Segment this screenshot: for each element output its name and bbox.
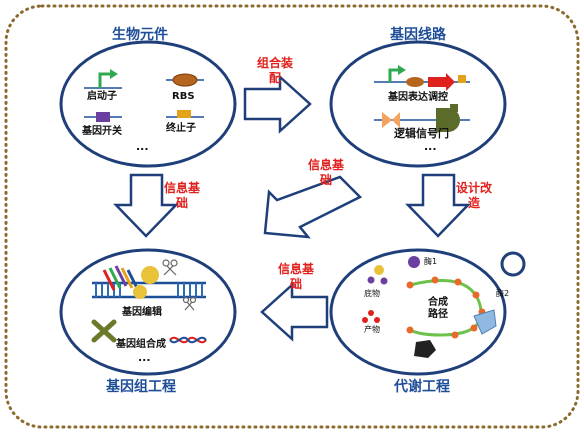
- product-icon: [362, 317, 368, 323]
- circuit-promoter-icon: [388, 68, 400, 82]
- pathway-node-icon: [470, 324, 478, 332]
- design-arrow-label: 设计改造: [456, 181, 493, 210]
- scissors2-icon: [182, 296, 197, 311]
- pathway-node-icon: [406, 281, 414, 289]
- rbs-label: RBS: [172, 91, 195, 102]
- product-icon: [368, 310, 374, 316]
- substrate-icon: [367, 276, 375, 284]
- dark-enzyme-icon: [414, 340, 436, 358]
- budding-cell-icon: [500, 251, 526, 277]
- promoter-arrowhead-icon: [110, 69, 118, 79]
- pathway-node-icon: [451, 331, 459, 339]
- logic-gate-cap-icon: [450, 104, 458, 112]
- promoter-icon: [98, 72, 112, 88]
- pathway-label: 合成路径: [428, 297, 448, 320]
- rbs-icon: [172, 73, 198, 87]
- product-icon: [374, 317, 380, 323]
- promoter-label: 启动子: [87, 91, 117, 102]
- parts-more: ...: [136, 140, 149, 153]
- pathway-node-icon: [454, 278, 462, 286]
- enzyme2-icon: [473, 309, 497, 335]
- pathway-node-icon: [472, 291, 480, 299]
- enzyme1-icon: [408, 256, 420, 268]
- info-diagonal-arrow-label: 信息基础: [308, 158, 345, 187]
- parts-title: 生物元件: [112, 27, 168, 43]
- scissors-icon: [162, 259, 178, 276]
- pathway-node-icon: [406, 326, 414, 334]
- gene-editing-label: 基因编辑: [122, 307, 162, 318]
- logic-gate-label: 逻辑信号门: [394, 127, 449, 140]
- assemble-arrow-label: 组合装配: [257, 56, 294, 85]
- circuit-terminator-icon: [458, 75, 466, 83]
- circuit-rbs-icon: [406, 77, 424, 87]
- gene-switch-icon: [96, 112, 110, 122]
- cas-protein2-icon: [133, 285, 147, 299]
- outer-dotted-border: [4, 4, 580, 429]
- terminator-icon: [177, 110, 191, 118]
- logic-gate-icon: [436, 108, 460, 132]
- substrate-icon: [374, 265, 384, 275]
- pathway-node-icon: [431, 276, 439, 284]
- gene-expression-label: 基因表达调控: [388, 92, 448, 103]
- info-left-arrow-label: 信息基础: [278, 262, 315, 291]
- cas-protein-icon: [141, 266, 159, 284]
- product-label: 产物: [364, 325, 380, 334]
- genome-more: ...: [138, 351, 151, 364]
- genome-title: 基因组工程: [106, 379, 176, 395]
- enzyme2-label: 酶2: [496, 289, 510, 298]
- info-down-arrow-label: 信息基础: [164, 181, 201, 210]
- gate-input2-icon: [392, 112, 400, 128]
- design-down-arrow: [405, 173, 471, 238]
- metabolic-title: 代谢工程: [394, 379, 450, 395]
- enzyme1-label: 酶1: [424, 257, 438, 266]
- substrate-icon: [380, 277, 388, 285]
- gene-switch-label: 基因开关: [82, 126, 122, 137]
- info-down-arrow: [113, 173, 179, 238]
- circuits-ellipse: [329, 40, 507, 168]
- circuits-more: ...: [424, 140, 437, 153]
- terminator-label: 终止子: [166, 123, 196, 134]
- circuit-gene-icon: [428, 73, 455, 91]
- circuit-promoter-arrowhead-icon: [398, 65, 406, 75]
- metabolic-cell-ellipse: [329, 248, 507, 376]
- genome-synthesis-label: 基因组合成: [116, 339, 166, 350]
- chromosome-x-icon: [91, 319, 117, 343]
- double-helix-icon: [169, 336, 207, 344]
- gate-input-icon: [382, 112, 392, 128]
- info-diagonal-arrow: [263, 175, 363, 239]
- substrate-label: 底物: [364, 289, 380, 298]
- circuits-title: 基因线路: [390, 27, 446, 43]
- info-left-arrow: [260, 282, 329, 342]
- assemble-arrow: [243, 74, 312, 134]
